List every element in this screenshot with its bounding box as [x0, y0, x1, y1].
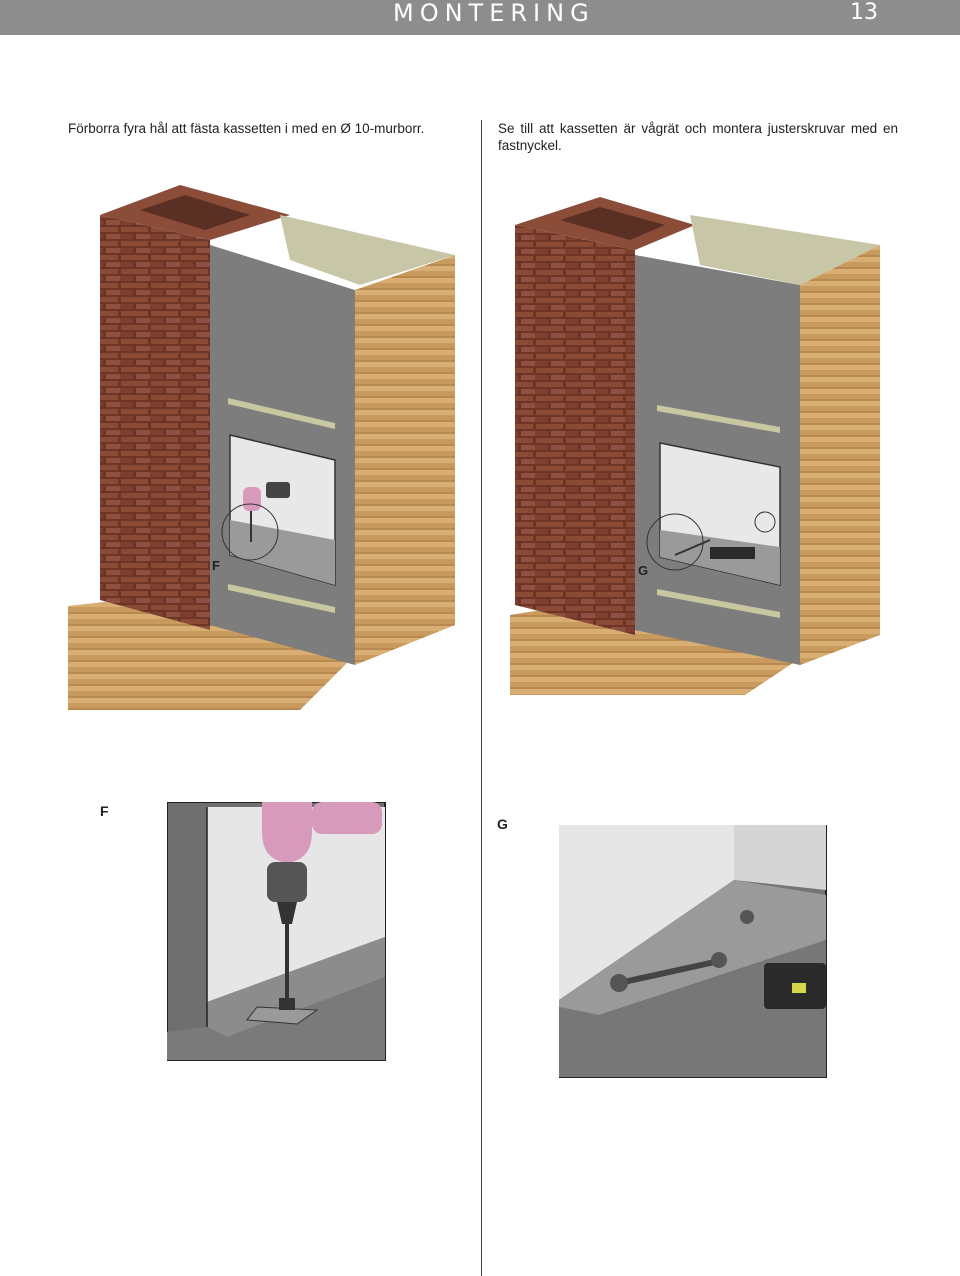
detail-wrench [559, 825, 827, 1078]
detail-f-label: F [100, 803, 109, 819]
drill-body [243, 487, 261, 511]
detail-g-label: G [497, 816, 508, 832]
page-header: MONTERING 13 [0, 0, 960, 35]
brick-wall-left [100, 215, 210, 630]
callout-f: F [212, 558, 220, 573]
illustration-leveling: G [510, 197, 880, 695]
spirit-level [710, 547, 755, 559]
wall-right [355, 255, 455, 665]
step-f-instruction: Förborra fyra hål att fästa kassetten i … [68, 121, 425, 136]
drill-body [262, 802, 312, 862]
detail-drill [167, 802, 386, 1061]
step-g-instruction: Se till att kassetten är vågrät och mont… [498, 121, 898, 153]
insulation-top [280, 215, 455, 285]
illustration-drilling: F [68, 185, 455, 710]
column-divider [481, 120, 482, 1276]
callout-g: G [638, 563, 648, 578]
floor [68, 590, 360, 710]
page-number: 13 [850, 0, 878, 25]
section-title: MONTERING [393, 0, 595, 27]
